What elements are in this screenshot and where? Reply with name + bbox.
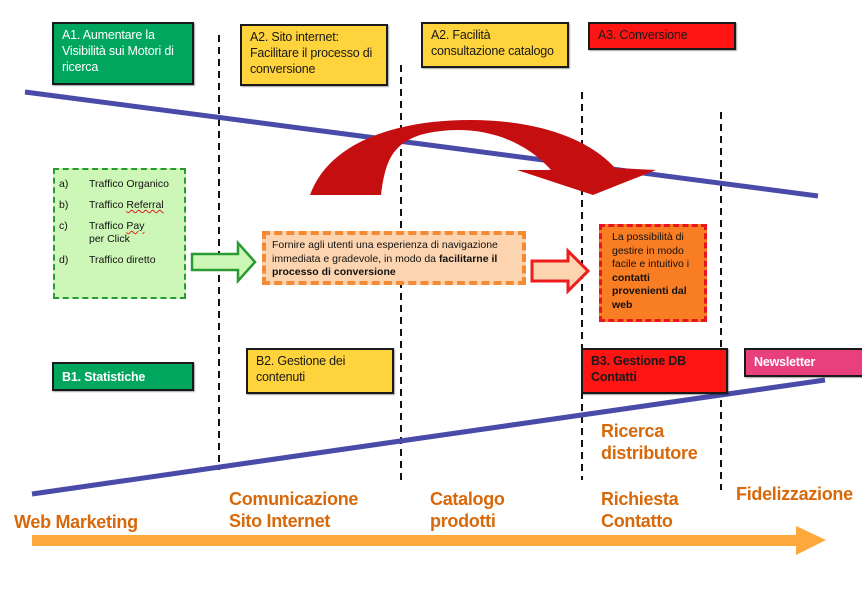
traffic-item: a) Traffico Organico bbox=[59, 178, 169, 190]
objective-a3-box: A3. Conversione bbox=[588, 22, 736, 50]
red-arrow-icon bbox=[530, 247, 591, 295]
curved-arrow-icon bbox=[310, 120, 656, 195]
traffic-sources-box: a) Traffico Organico b) Traffico Referra… bbox=[53, 168, 186, 299]
top-trend-line bbox=[24, 89, 819, 199]
stage-web-marketing: Web Marketing bbox=[14, 512, 138, 532]
objective-a1-box: A1. Aumentare la Visibilità sui Motori d… bbox=[52, 22, 194, 85]
stage-comunicazione-sito: Comunicazione Sito Internet bbox=[229, 489, 359, 531]
objective-b1-box: B1. Statistiche bbox=[52, 362, 194, 391]
spellcheck-flag: Pay bbox=[126, 220, 145, 232]
traffic-item: c) Traffico Pay per Click bbox=[59, 220, 145, 245]
objective-b2-box: B2. Gestione dei contenuti bbox=[246, 348, 394, 394]
bottom-trend-line bbox=[31, 377, 826, 497]
timeline-shaft bbox=[32, 535, 800, 546]
spellcheck-flag: Referral bbox=[126, 199, 164, 211]
objective-a2-catalog-box: A2. Facilità consultazione catalogo bbox=[421, 22, 569, 68]
contacts-management-box: La possibilità di gestire in modo facile… bbox=[599, 224, 707, 322]
stage-fidelizzazione: Fidelizzazione bbox=[736, 484, 853, 504]
stage-ricerca-distributore: Ricerca distributore bbox=[601, 421, 698, 463]
newsletter-box: Newsletter bbox=[744, 348, 862, 377]
objective-a2-site-box: A2. Sito internet: Facilitare il process… bbox=[240, 24, 388, 86]
stage-richiesta-contatto: Richiesta Contatto bbox=[601, 489, 679, 531]
objective-b3-box: B3. Gestione DB Contatti bbox=[581, 348, 728, 394]
traffic-item: d) Traffico diretto bbox=[59, 254, 156, 266]
traffic-item: b) Traffico Referral bbox=[59, 199, 164, 211]
navigation-goal-box: Fornire agli utenti una esperienza di na… bbox=[262, 231, 526, 285]
green-arrow-icon bbox=[190, 239, 257, 285]
timeline-arrowhead-icon bbox=[796, 526, 826, 555]
stage-catalogo-prodotti: Catalogo prodotti bbox=[430, 489, 505, 531]
